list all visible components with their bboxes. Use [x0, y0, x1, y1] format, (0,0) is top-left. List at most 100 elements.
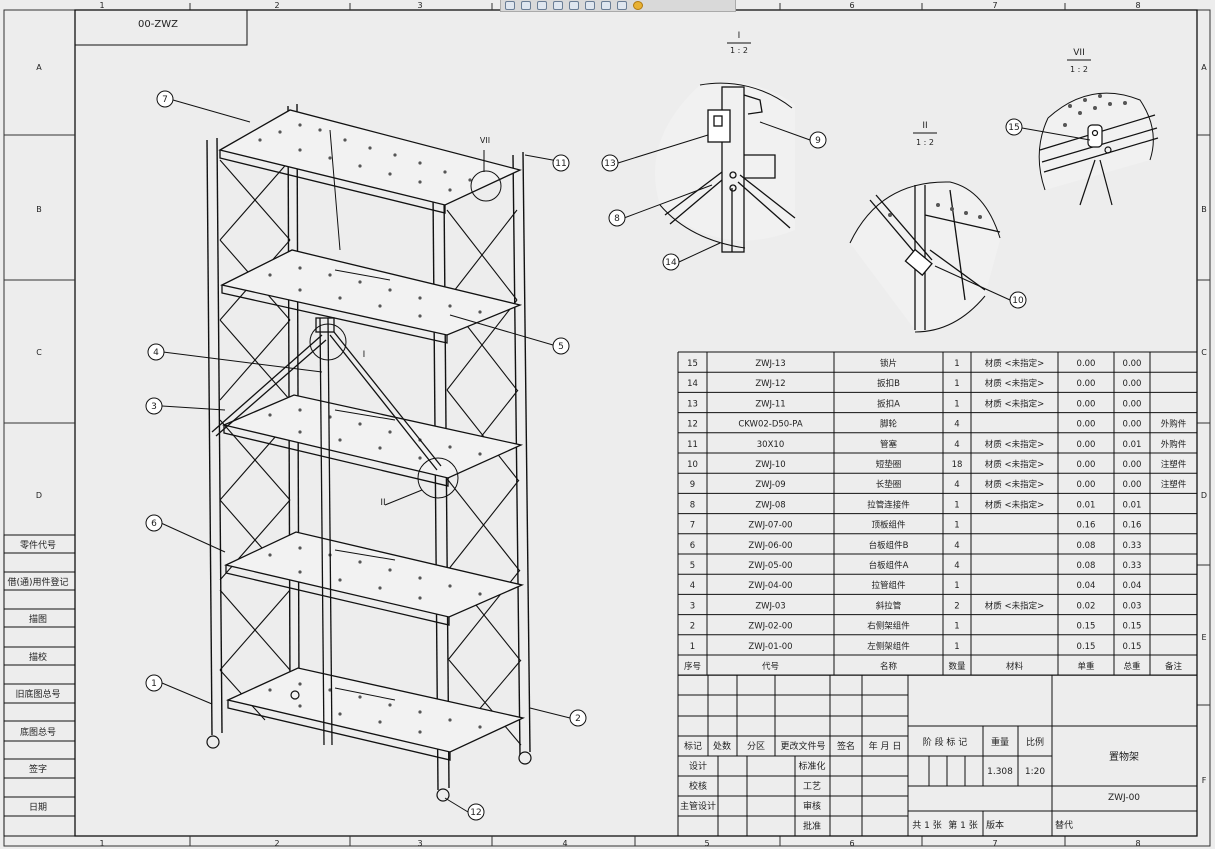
bom-row-total: 0.00	[1123, 359, 1142, 369]
display-style-icon[interactable]	[585, 1, 595, 10]
tb-rev-change-doc: 更改文件号	[780, 740, 825, 752]
bom-header-material: 材料	[1006, 661, 1024, 672]
rotate-icon[interactable]	[569, 1, 579, 10]
bom-row-qty: 1	[954, 622, 959, 632]
bom-row-code: ZWJ-12	[755, 379, 785, 389]
pan-icon[interactable]	[553, 1, 563, 10]
bom-row-name: 斜拉管	[876, 600, 902, 611]
left-label-trace-check: 描校	[29, 651, 47, 663]
bom-row-code: ZWJ-07-00	[748, 521, 792, 531]
left-label-old-base-number: 旧底图总号	[15, 688, 60, 700]
balloon-11: 11	[555, 159, 566, 169]
bom-row-unit: 0.15	[1077, 642, 1096, 652]
bom-row-code: 30X10	[757, 440, 784, 450]
ref-label-II: II	[380, 498, 385, 508]
detail-I-title: I	[738, 31, 741, 41]
detail-ref-circle-I	[309, 323, 347, 361]
bom-row-qty: 1	[954, 581, 959, 591]
zone-col-7-bottom: 7	[992, 839, 997, 848]
previous-view-icon[interactable]	[537, 1, 547, 10]
detail-VII-scale: 1 : 2	[1070, 65, 1088, 74]
bom-row-total: 0.00	[1123, 460, 1142, 470]
bom-row-material: 材质 <未指定>	[985, 358, 1044, 369]
left-label-common-register: 借(通)用件登记	[7, 576, 68, 588]
hide-show-icon[interactable]	[601, 1, 611, 10]
bom-row-name: 台板组件A	[869, 560, 909, 571]
zone-row-b-right: B	[1201, 205, 1207, 214]
bom-row-no: 9	[690, 480, 695, 490]
view-settings-icon[interactable]	[617, 1, 627, 10]
detail-balloon-10: 10	[1012, 296, 1024, 306]
bom-row-qty: 4	[954, 541, 959, 551]
bom-header-no: 序号	[684, 661, 701, 672]
zoom-fit-icon[interactable]	[505, 1, 515, 10]
bom-row-total: 0.16	[1123, 521, 1142, 531]
bom-row-total: 0.15	[1123, 642, 1142, 652]
bom-row-no: 15	[687, 359, 698, 369]
zone-col-2: 2	[274, 1, 279, 10]
shelf-4	[224, 531, 525, 626]
bom-row-name: 长垫圈	[876, 479, 902, 490]
zone-col-3: 3	[417, 1, 422, 10]
detail-II-scale: 1 : 2	[916, 138, 934, 147]
bom-row-note: 注塑件	[1161, 459, 1187, 470]
detail-balloon-13: 13	[604, 159, 615, 169]
zone-col-4-bottom: 4	[562, 839, 567, 848]
leader-lines	[160, 99, 571, 813]
bom-row-qty: 4	[954, 440, 959, 450]
bom-row-code: ZWJ-03	[755, 601, 785, 611]
bom-row-unit: 0.00	[1077, 399, 1096, 409]
bom-row-name: 脚轮	[880, 419, 898, 430]
tb-replace-label: 替代	[1055, 819, 1073, 831]
bom-row-no: 10	[687, 460, 698, 470]
bom-row-qty: 4	[954, 561, 959, 571]
bom-header-unit: 单重	[1077, 661, 1095, 672]
tb-rev-zone: 分区	[747, 741, 765, 752]
bom-row-name: 顶板组件	[871, 520, 906, 531]
zone-col-6-bottom: 6	[849, 839, 854, 848]
bom-row-material: 材质 <未指定>	[985, 378, 1044, 389]
tb-version-label: 版本	[986, 819, 1004, 831]
bom-row-total: 0.03	[1123, 601, 1142, 611]
bom-row-code: ZWJ-01-00	[748, 642, 792, 652]
zone-col-8: 8	[1135, 1, 1140, 10]
bom-row-qty: 1	[954, 399, 959, 409]
tb-rev-signature: 签名	[837, 740, 855, 752]
zoom-area-icon[interactable]	[521, 1, 531, 10]
bom-row-unit: 0.08	[1077, 541, 1096, 551]
bom-row-unit: 0.08	[1077, 561, 1096, 571]
zone-row-a-right: A	[1201, 63, 1207, 72]
tb-process-label: 工艺	[803, 781, 821, 792]
detail-view-I: I 1 : 2 13 8 14 9	[601, 31, 827, 271]
detail-II-title: II	[922, 121, 927, 131]
bom-row-no: 7	[690, 521, 695, 531]
bom-row-name: 右侧架组件	[867, 621, 910, 632]
balloon-7: 7	[162, 95, 168, 105]
tb-standard-label: 标准化	[798, 760, 825, 772]
ref-label-VII: VII	[480, 136, 490, 145]
detail-balloon-8: 8	[614, 214, 620, 224]
balloon-4: 4	[153, 348, 159, 358]
tb-weight-value: 1.308	[987, 767, 1013, 777]
right-x-bracing	[446, 209, 522, 746]
zone-col-1-bottom: 1	[99, 839, 104, 848]
zone-col-6: 6	[849, 1, 854, 10]
bom-row-qty: 1	[954, 642, 959, 652]
ref-label-I: I	[363, 350, 366, 360]
balloon-1: 1	[151, 679, 157, 689]
bom-row-total: 0.00	[1123, 420, 1142, 430]
tb-total-sheets: 共 1 张	[912, 820, 941, 831]
bom-row-unit: 0.16	[1077, 521, 1096, 531]
bom-row-name: 扳扣A	[877, 398, 900, 409]
caster-wheels	[206, 690, 532, 802]
bom-row-qty: 18	[952, 460, 963, 470]
bom-row-qty: 1	[954, 359, 959, 369]
bom-row-qty: 1	[954, 521, 959, 531]
outer-frame	[3, 9, 1211, 847]
bom-row-no: 4	[690, 581, 695, 591]
bom-row-no: 8	[690, 500, 695, 510]
bom-row-no: 5	[690, 561, 695, 571]
bom-row-name: 管塞	[880, 439, 898, 450]
appearance-icon[interactable]	[633, 1, 643, 10]
zone-row-d-right: D	[1201, 491, 1207, 500]
